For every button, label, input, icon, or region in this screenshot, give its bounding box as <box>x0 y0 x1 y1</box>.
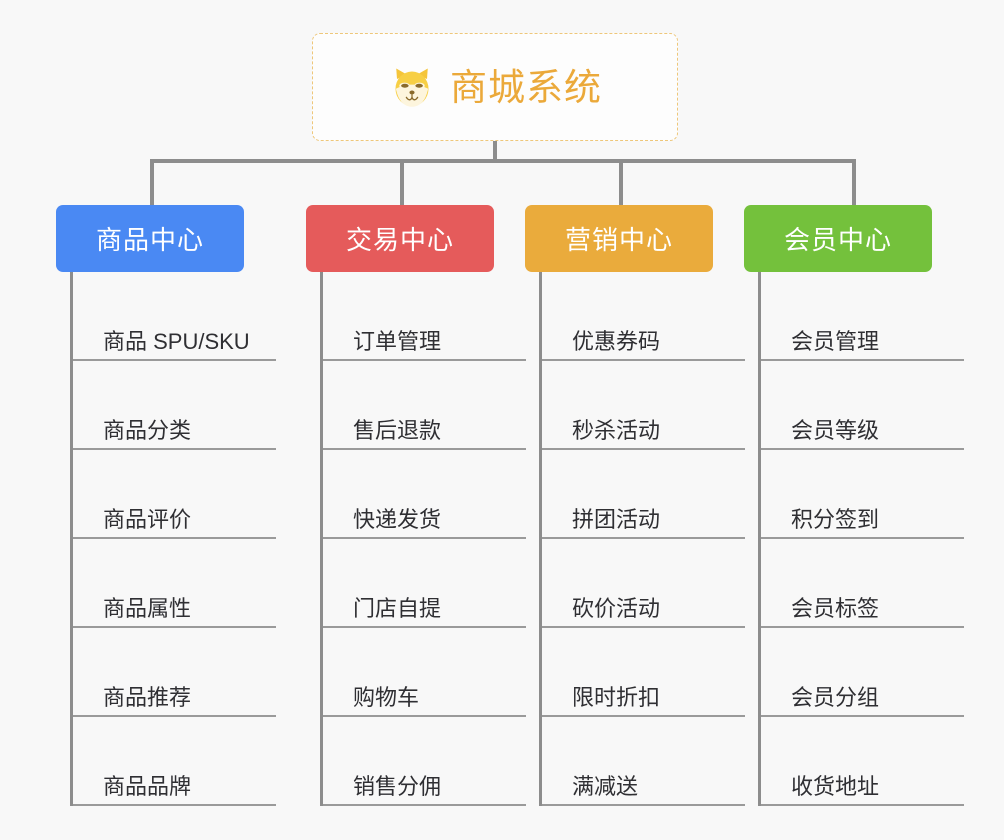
list-item-label: 订单管理 <box>353 328 442 354</box>
list-item-label: 秒杀活动 <box>572 417 661 443</box>
list-item-label: 会员标签 <box>791 595 880 621</box>
list-item-label: 快递发货 <box>353 506 442 532</box>
list-item-label: 商品分类 <box>103 417 192 443</box>
list-item[interactable]: 满减送 <box>542 717 745 806</box>
connector-root-stem <box>493 141 497 162</box>
branch-trade-center: 交易中心 订单管理 售后退款 快递发货 门店自提 购物车 销售分佣 <box>306 205 526 806</box>
list-item[interactable]: 商品 SPU/SKU <box>73 272 276 361</box>
branch-header[interactable]: 商品中心 <box>56 205 244 272</box>
list-item-label: 会员等级 <box>791 417 880 443</box>
list-item[interactable]: 秒杀活动 <box>542 361 745 450</box>
list-item[interactable]: 商品推荐 <box>73 628 276 717</box>
list-item[interactable]: 订单管理 <box>323 272 526 361</box>
list-item-label: 限时折扣 <box>572 684 661 710</box>
list-item[interactable]: 售后退款 <box>323 361 526 450</box>
list-item-label: 销售分佣 <box>353 773 442 799</box>
branch-header[interactable]: 会员中心 <box>744 205 932 272</box>
list-item[interactable]: 会员等级 <box>761 361 964 450</box>
list-item-label: 会员分组 <box>791 684 880 710</box>
list-item[interactable]: 优惠券码 <box>542 272 745 361</box>
list-item[interactable]: 门店自提 <box>323 539 526 628</box>
list-item-label: 商品属性 <box>103 595 192 621</box>
list-item-label: 商品推荐 <box>103 684 192 710</box>
root-title: 商城系统 <box>450 66 602 108</box>
connector-drop-2 <box>400 159 404 206</box>
list-item-label: 积分签到 <box>791 506 880 532</box>
list-item-label: 收货地址 <box>791 773 880 799</box>
list-item[interactable]: 商品品牌 <box>73 717 276 806</box>
list-item-label: 会员管理 <box>791 328 880 354</box>
list-item[interactable]: 会员分组 <box>761 628 964 717</box>
connector-horizontal-bus <box>150 159 856 163</box>
branch-items: 订单管理 售后退款 快递发货 门店自提 购物车 销售分佣 <box>320 272 526 806</box>
connector-drop-1 <box>150 159 154 206</box>
list-item-label: 砍价活动 <box>572 595 661 621</box>
root-node[interactable]: 商城系统 <box>312 33 678 141</box>
list-item-label: 门店自提 <box>353 595 442 621</box>
list-item[interactable]: 商品评价 <box>73 450 276 539</box>
list-item[interactable]: 砍价活动 <box>542 539 745 628</box>
shiba-dog-face-icon <box>395 68 429 107</box>
list-item[interactable]: 积分签到 <box>761 450 964 539</box>
branch-product-center: 商品中心 商品 SPU/SKU 商品分类 商品评价 商品属性 商品推荐 商品品牌 <box>56 205 276 806</box>
connector-drop-3 <box>619 159 623 206</box>
list-item[interactable]: 销售分佣 <box>323 717 526 806</box>
branch-member-center: 会员中心 会员管理 会员等级 积分签到 会员标签 会员分组 收货地址 <box>744 205 964 806</box>
list-item-label: 商品 SPU/SKU <box>103 328 250 354</box>
list-item-label: 售后退款 <box>353 417 442 443</box>
branch-marketing-center: 营销中心 优惠券码 秒杀活动 拼团活动 砍价活动 限时折扣 满减送 <box>525 205 745 806</box>
list-item[interactable]: 限时折扣 <box>542 628 745 717</box>
list-item[interactable]: 收货地址 <box>761 717 964 806</box>
list-item[interactable]: 商品属性 <box>73 539 276 628</box>
list-item-label: 商品评价 <box>103 506 192 532</box>
branch-items: 会员管理 会员等级 积分签到 会员标签 会员分组 收货地址 <box>758 272 964 806</box>
list-item[interactable]: 购物车 <box>323 628 526 717</box>
list-item-label: 优惠券码 <box>572 328 661 354</box>
branch-items: 优惠券码 秒杀活动 拼团活动 砍价活动 限时折扣 满减送 <box>539 272 745 806</box>
branch-header[interactable]: 营销中心 <box>525 205 713 272</box>
branch-header[interactable]: 交易中心 <box>306 205 494 272</box>
list-item[interactable]: 会员管理 <box>761 272 964 361</box>
branch-items: 商品 SPU/SKU 商品分类 商品评价 商品属性 商品推荐 商品品牌 <box>70 272 276 806</box>
list-item[interactable]: 会员标签 <box>761 539 964 628</box>
list-item-label: 购物车 <box>353 684 420 710</box>
list-item[interactable]: 快递发货 <box>323 450 526 539</box>
connector-drop-4 <box>852 159 856 206</box>
list-item[interactable]: 商品分类 <box>73 361 276 450</box>
list-item-label: 拼团活动 <box>572 506 661 532</box>
list-item[interactable]: 拼团活动 <box>542 450 745 539</box>
list-item-label: 满减送 <box>572 773 639 799</box>
list-item-label: 商品品牌 <box>103 773 192 799</box>
